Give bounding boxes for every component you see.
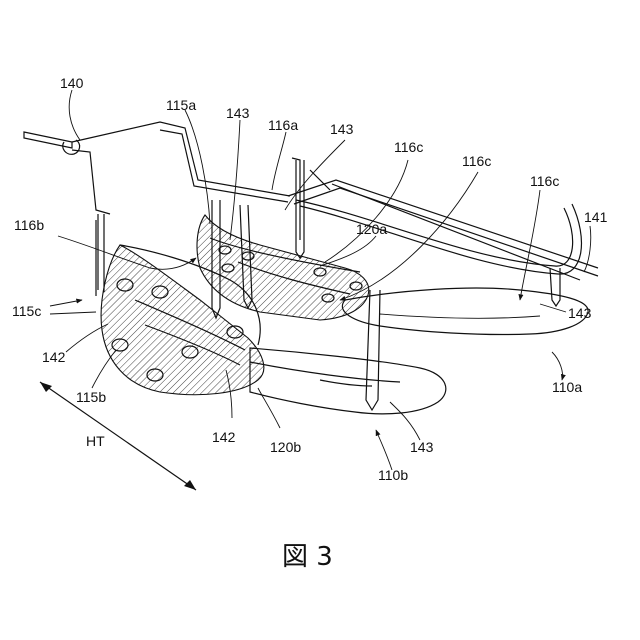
label-116a: 116a [268, 117, 298, 133]
label-143-right: 143 [568, 305, 592, 321]
label-115a: 115a [166, 97, 196, 113]
plate-rear-115a [197, 215, 369, 320]
label-143-bottom: 143 [410, 439, 434, 455]
label-120b: 120b [270, 439, 301, 455]
label-116b: 116b [14, 217, 44, 233]
label-116c-third: 116c [530, 173, 559, 189]
label-143-top-left: 143 [226, 105, 250, 121]
direction-label-ht: HT [86, 433, 105, 449]
label-116c-first: 116c [394, 139, 423, 155]
sole-110b [250, 348, 446, 414]
label-142-left: 142 [42, 349, 66, 365]
label-115c: 115c [12, 303, 41, 319]
label-110a: 110a [552, 379, 582, 395]
label-110b: 110b [378, 467, 408, 483]
label-116c-second: 116c [462, 153, 491, 169]
figure-caption: 図 3 [282, 542, 333, 572]
direction-arrow [40, 382, 196, 490]
label-143-top-right: 143 [330, 121, 354, 137]
label-115b: 115b [76, 389, 106, 405]
label-140: 140 [60, 75, 84, 91]
label-142-bottom: 142 [212, 429, 236, 445]
label-120a: 120a [356, 221, 387, 237]
label-141: 141 [584, 209, 608, 225]
slot-120b [250, 362, 400, 382]
